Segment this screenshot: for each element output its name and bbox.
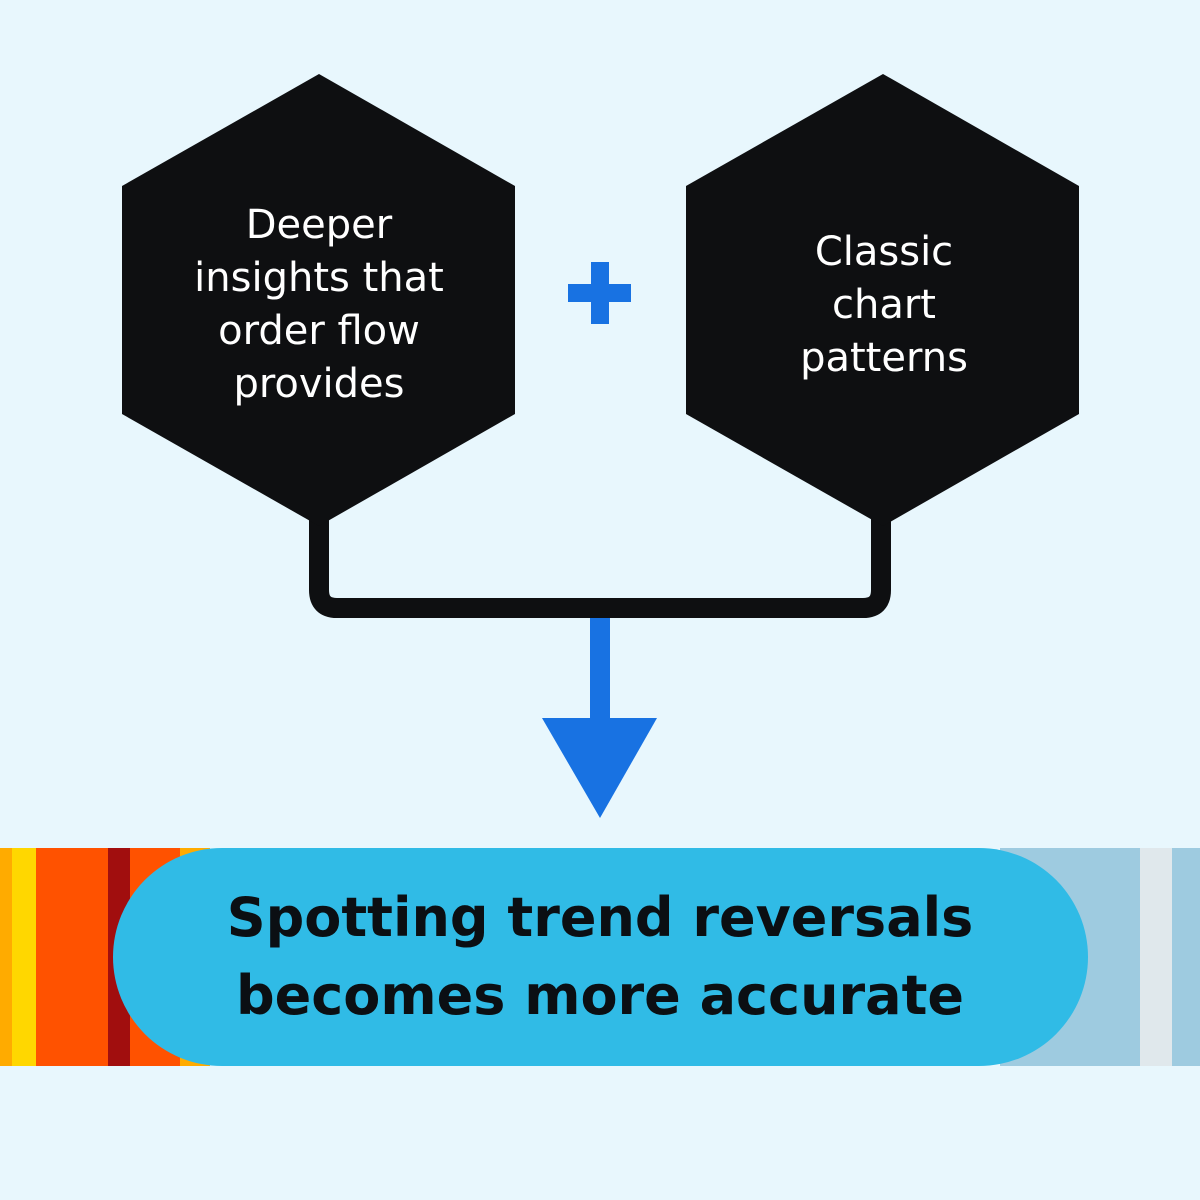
hexagon-left-label: Deeper insights that order flow provides: [194, 202, 444, 407]
connector-line: [309, 510, 891, 618]
stripe: [1172, 848, 1200, 1066]
stripe: [1140, 848, 1172, 1066]
stripe: [12, 848, 36, 1066]
arrow-down-icon: [542, 618, 657, 818]
hexagon-left: [122, 74, 515, 526]
plus-icon: [568, 262, 631, 324]
result-pill: [113, 848, 1088, 1066]
hexagon-right: [686, 74, 1079, 526]
hexagon-right-label: Classic chart patterns: [800, 228, 968, 381]
stripe: [36, 848, 108, 1066]
result-label: Spotting trend reversals becomes more ac…: [226, 886, 974, 1027]
stripe: [0, 848, 12, 1066]
